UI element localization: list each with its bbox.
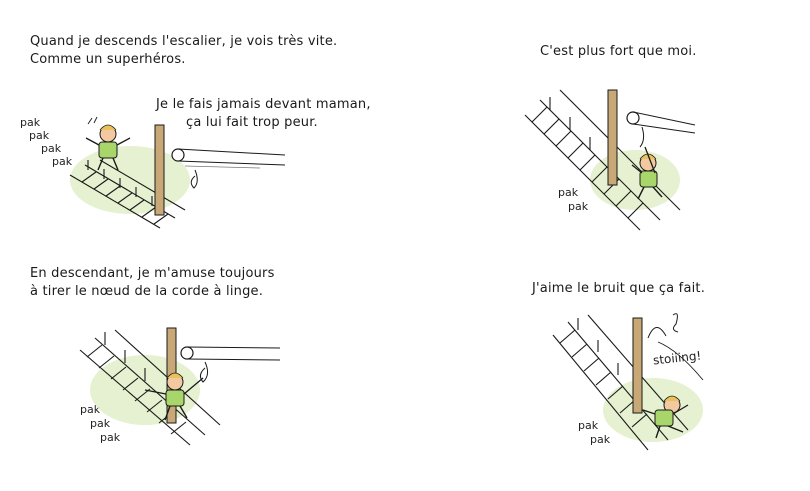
- panel-1-caption-line-2: Comme un superhéros.: [30, 52, 186, 67]
- panel-3-caption-line-2: à tirer le nœud de la corde à linge.: [30, 284, 264, 299]
- panel-2-sound-1: pak: [558, 186, 579, 199]
- panel-4-sound-1: pak: [578, 419, 599, 432]
- panel-1-speech-line-1: Je le fais jamais devant maman,: [156, 97, 371, 112]
- panel-1-caption-line-1: Quand je descends l'escalier, je vois tr…: [30, 34, 338, 49]
- panel-1-sound-3: pak: [41, 142, 62, 155]
- panel-1-sound-4: pak: [52, 155, 73, 168]
- panel-2-sound-2: pak: [568, 200, 589, 213]
- panel-3-sound-1: pak: [80, 403, 101, 416]
- panel-1-stair-illustration: [69, 116, 286, 229]
- panel-3-sound-3: pak: [100, 431, 121, 444]
- panel-4-caption-line-1: J'aime le bruit que ça fait.: [532, 281, 706, 296]
- panel-1-sound-2: pak: [29, 129, 50, 142]
- panel-3-sound-2: pak: [90, 417, 111, 430]
- panel-2-stair-illustration: [524, 89, 696, 231]
- panel-3-caption-line-1: En descendant, je m'amuse toujours: [30, 266, 275, 281]
- panel-4-sound-2: pak: [590, 433, 611, 446]
- panel-2-caption-line-1: C'est plus fort que moi.: [540, 44, 697, 59]
- panel-1-speech-line-2: ça lui fait trop peur.: [186, 115, 318, 130]
- panel-1-sound-1: pak: [20, 116, 41, 129]
- panel-3-stair-illustration: [79, 327, 281, 446]
- panel-4-stair-illustration: [552, 313, 704, 451]
